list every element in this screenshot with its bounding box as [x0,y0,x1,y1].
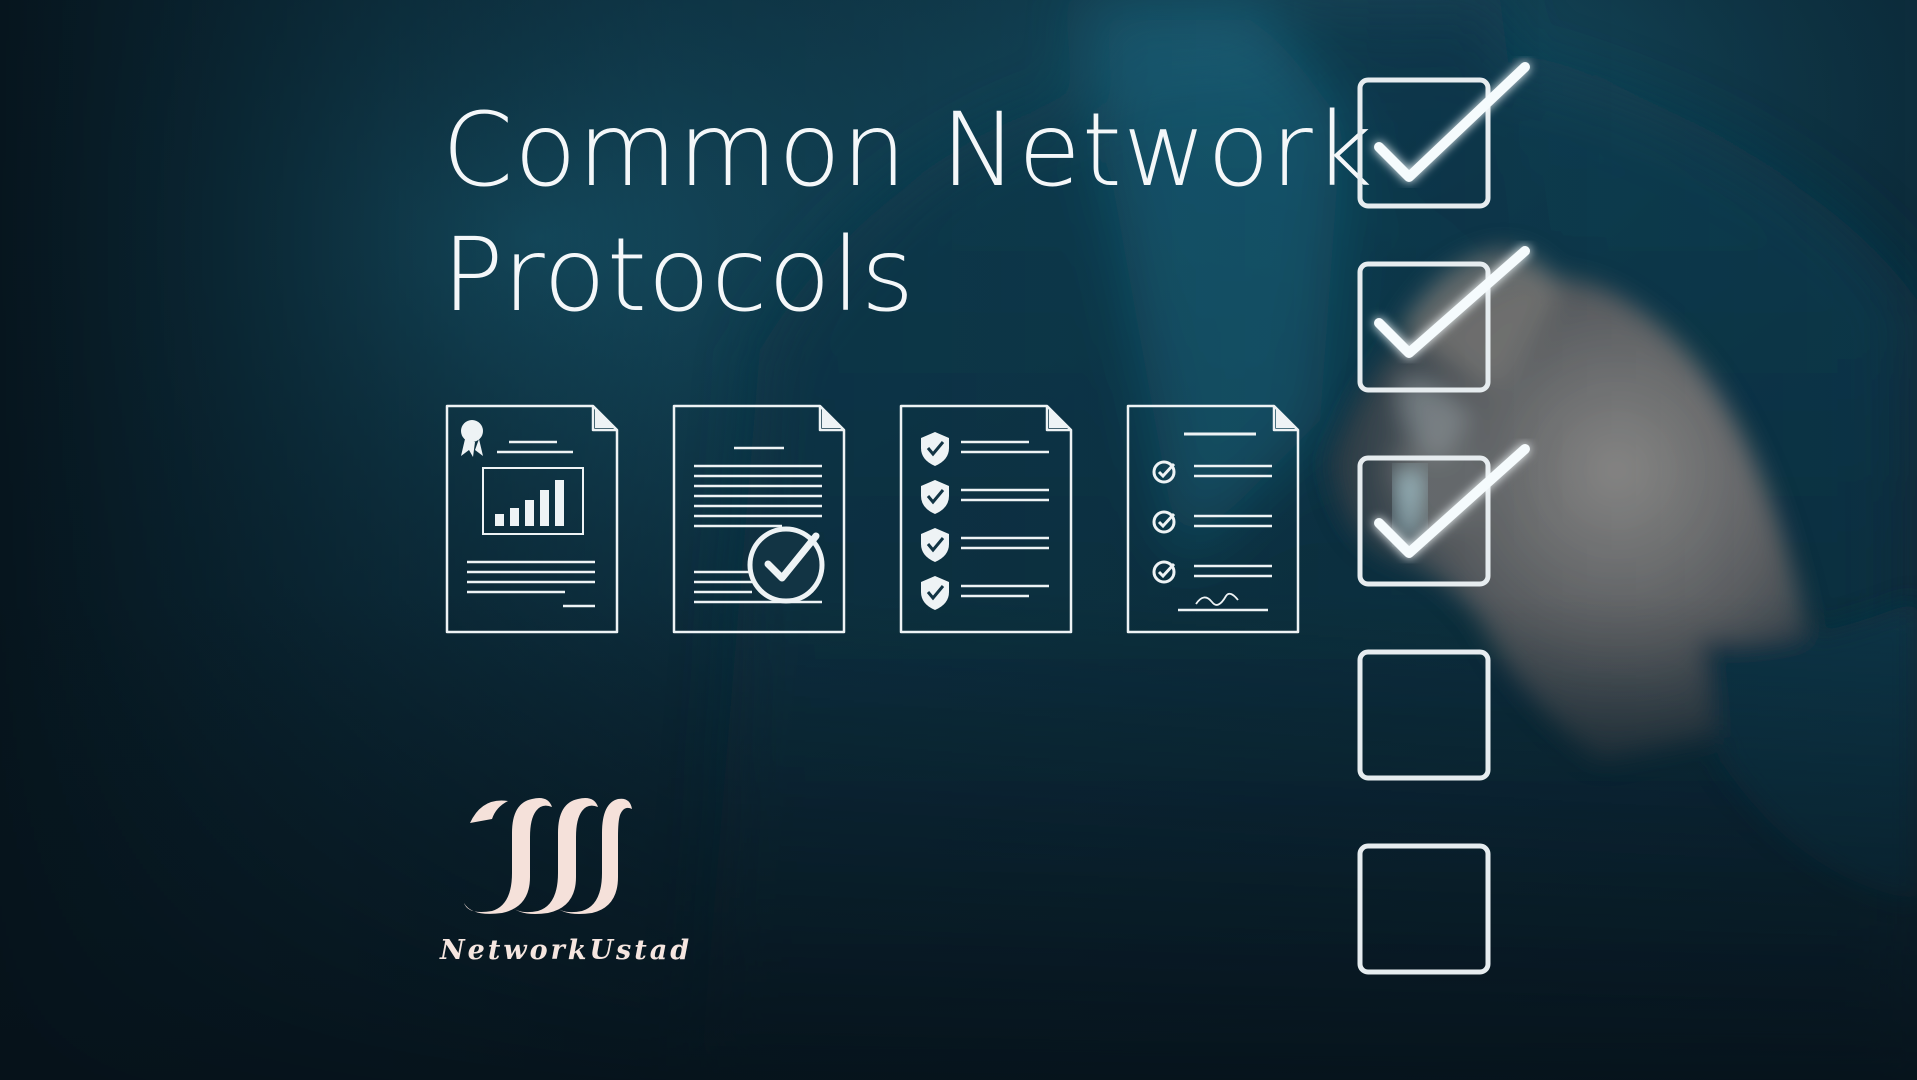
checklist-checkbox-2 [1357,246,1530,393]
title-line-1: Common Network [442,91,1374,210]
checklist-checkbox-4 [1357,649,1491,781]
report-chart-document-icon [445,404,619,634]
security-checklist-document-icon [899,404,1073,634]
networkustad-logo-icon [464,798,632,914]
checklist-checkbox-5 [1357,843,1491,975]
signed-checklist-document-icon [1126,404,1300,634]
checklist-checkbox-1 [1357,62,1530,209]
approved-document-icon [672,404,846,634]
logo-wordmark: NetworkUstad [440,935,693,966]
checklist-checkbox-3 [1357,444,1530,587]
title-line-2: Protocols [442,216,916,335]
page-title: Common Network Protocols [442,88,1374,338]
